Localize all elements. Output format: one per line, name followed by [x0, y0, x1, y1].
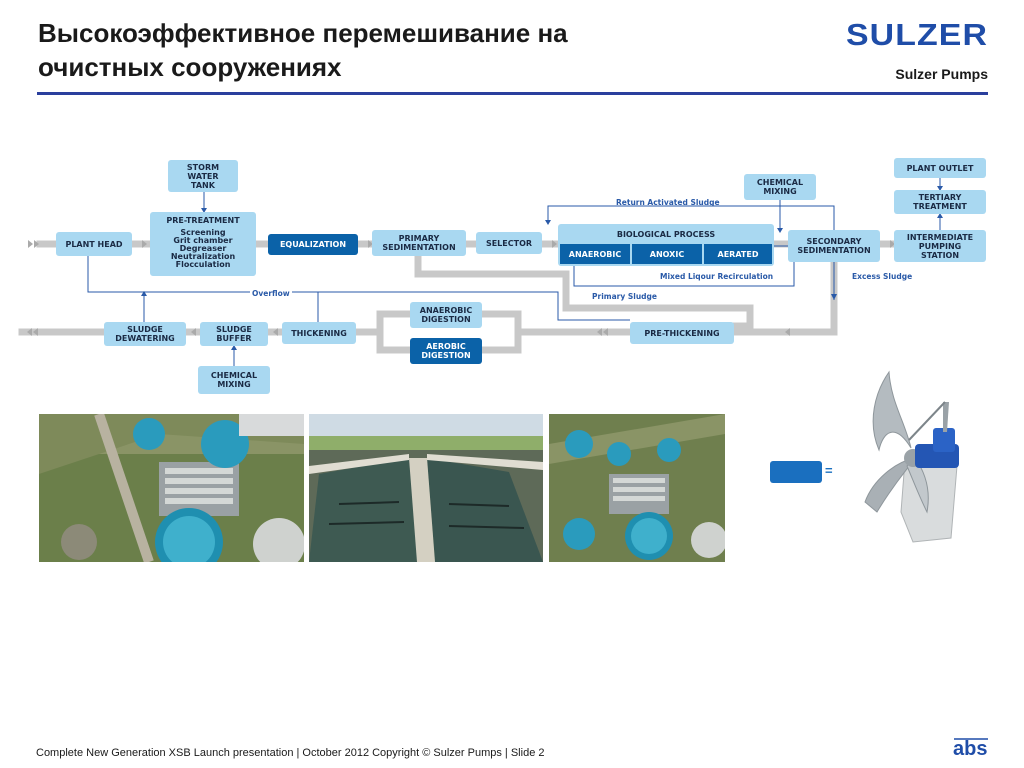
photo-aeration-basins [309, 414, 543, 562]
aerial-photo-3-image [549, 414, 725, 562]
mixer-icon [864, 370, 959, 543]
biological-process-title: BIOLOGICAL PROCESS [616, 230, 716, 239]
plant-outlet-node: PLANT OUTLET [894, 158, 986, 178]
pre-treatment-steps: Screening Grit chamber Degreaser Neutral… [170, 228, 236, 269]
sulzer-logo: SULZER [846, 20, 988, 48]
mixed-liquor-recirculation-label: Mixed Liqour Recirculation [660, 272, 774, 281]
anaerobic-zone: ANAEROBIC [560, 244, 630, 264]
sludge-dewatering-node: SLUDGE DEWATERING [104, 322, 186, 346]
overflow-label: Overflow [250, 289, 292, 298]
chemical-mixing-top-node: CHEMICAL MIXING [744, 174, 816, 200]
anoxic-zone: ANOXIC [632, 244, 702, 264]
aerated-zone: AERATED [704, 244, 772, 264]
storm-water-tank-node: STORM WATER TANK [168, 160, 238, 192]
anaerobic-digestion-node: ANAEROBIC DIGESTION [410, 302, 482, 328]
flow-chevrons [27, 240, 895, 336]
plant-head-node: PLANT HEAD [56, 232, 132, 256]
secondary-sedimentation-node: SECONDARY SEDIMENTATION [788, 230, 880, 262]
chemical-mixing-bottom-node: CHEMICAL MIXING [198, 366, 270, 394]
header-divider [37, 92, 988, 95]
excess-sludge-label: Excess Sludge [852, 272, 913, 281]
aerial-photo-2-image [309, 414, 543, 562]
intermediate-pumping-station-node: INTERMEDIATE PUMPING STATION [894, 230, 986, 262]
footer-text: Complete New Generation XSB Launch prese… [36, 747, 545, 759]
title-line-2: очистных сооружениях [38, 52, 342, 82]
sludge-buffer-node: SLUDGE BUFFER [200, 322, 268, 346]
aerobic-digestion-node: AEROBIC DIGESTION [410, 338, 482, 364]
equalization-node: EQUALIZATION [268, 234, 358, 255]
aerial-photo-circular-tanks [39, 414, 304, 562]
primary-sludge-label: Primary Sludge [592, 292, 657, 301]
thickening-node: THICKENING [282, 322, 356, 344]
process-diagram: STORM WATER TANK PRE-TREATMENT Screening… [0, 150, 1024, 400]
aerial-photo-1-image [39, 414, 304, 562]
selector-node: SELECTOR [476, 232, 542, 254]
legend-mixer-swatch [770, 461, 822, 483]
pre-treatment-title: PRE-TREATMENT [166, 216, 240, 225]
diagram-connectors [18, 178, 943, 366]
pre-thickening-node: PRE-THICKENING [630, 322, 734, 344]
primary-sedimentation-node: PRIMARY SEDIMENTATION [372, 230, 466, 256]
brand-subtitle: Sulzer Pumps [895, 66, 988, 82]
slide-title: Высокоэффективное перемешивание на очист… [38, 16, 798, 84]
legend-equals-sign: = [825, 463, 833, 478]
tertiary-treatment-node: TERTIARY TREATMENT [894, 190, 986, 214]
title-line-1: Высокоэффективное перемешивание на [38, 18, 568, 48]
return-activated-sludge-label: Return Activated Sludge [616, 198, 720, 207]
pre-treatment-node: PRE-TREATMENT Screening Grit chamber Deg… [150, 212, 256, 276]
sulzer-logo-text: SULZER [846, 20, 988, 48]
aerial-photo-plant-overview [549, 414, 725, 562]
abs-logo-text: abs [953, 738, 987, 758]
abs-logo: abs [953, 738, 988, 758]
